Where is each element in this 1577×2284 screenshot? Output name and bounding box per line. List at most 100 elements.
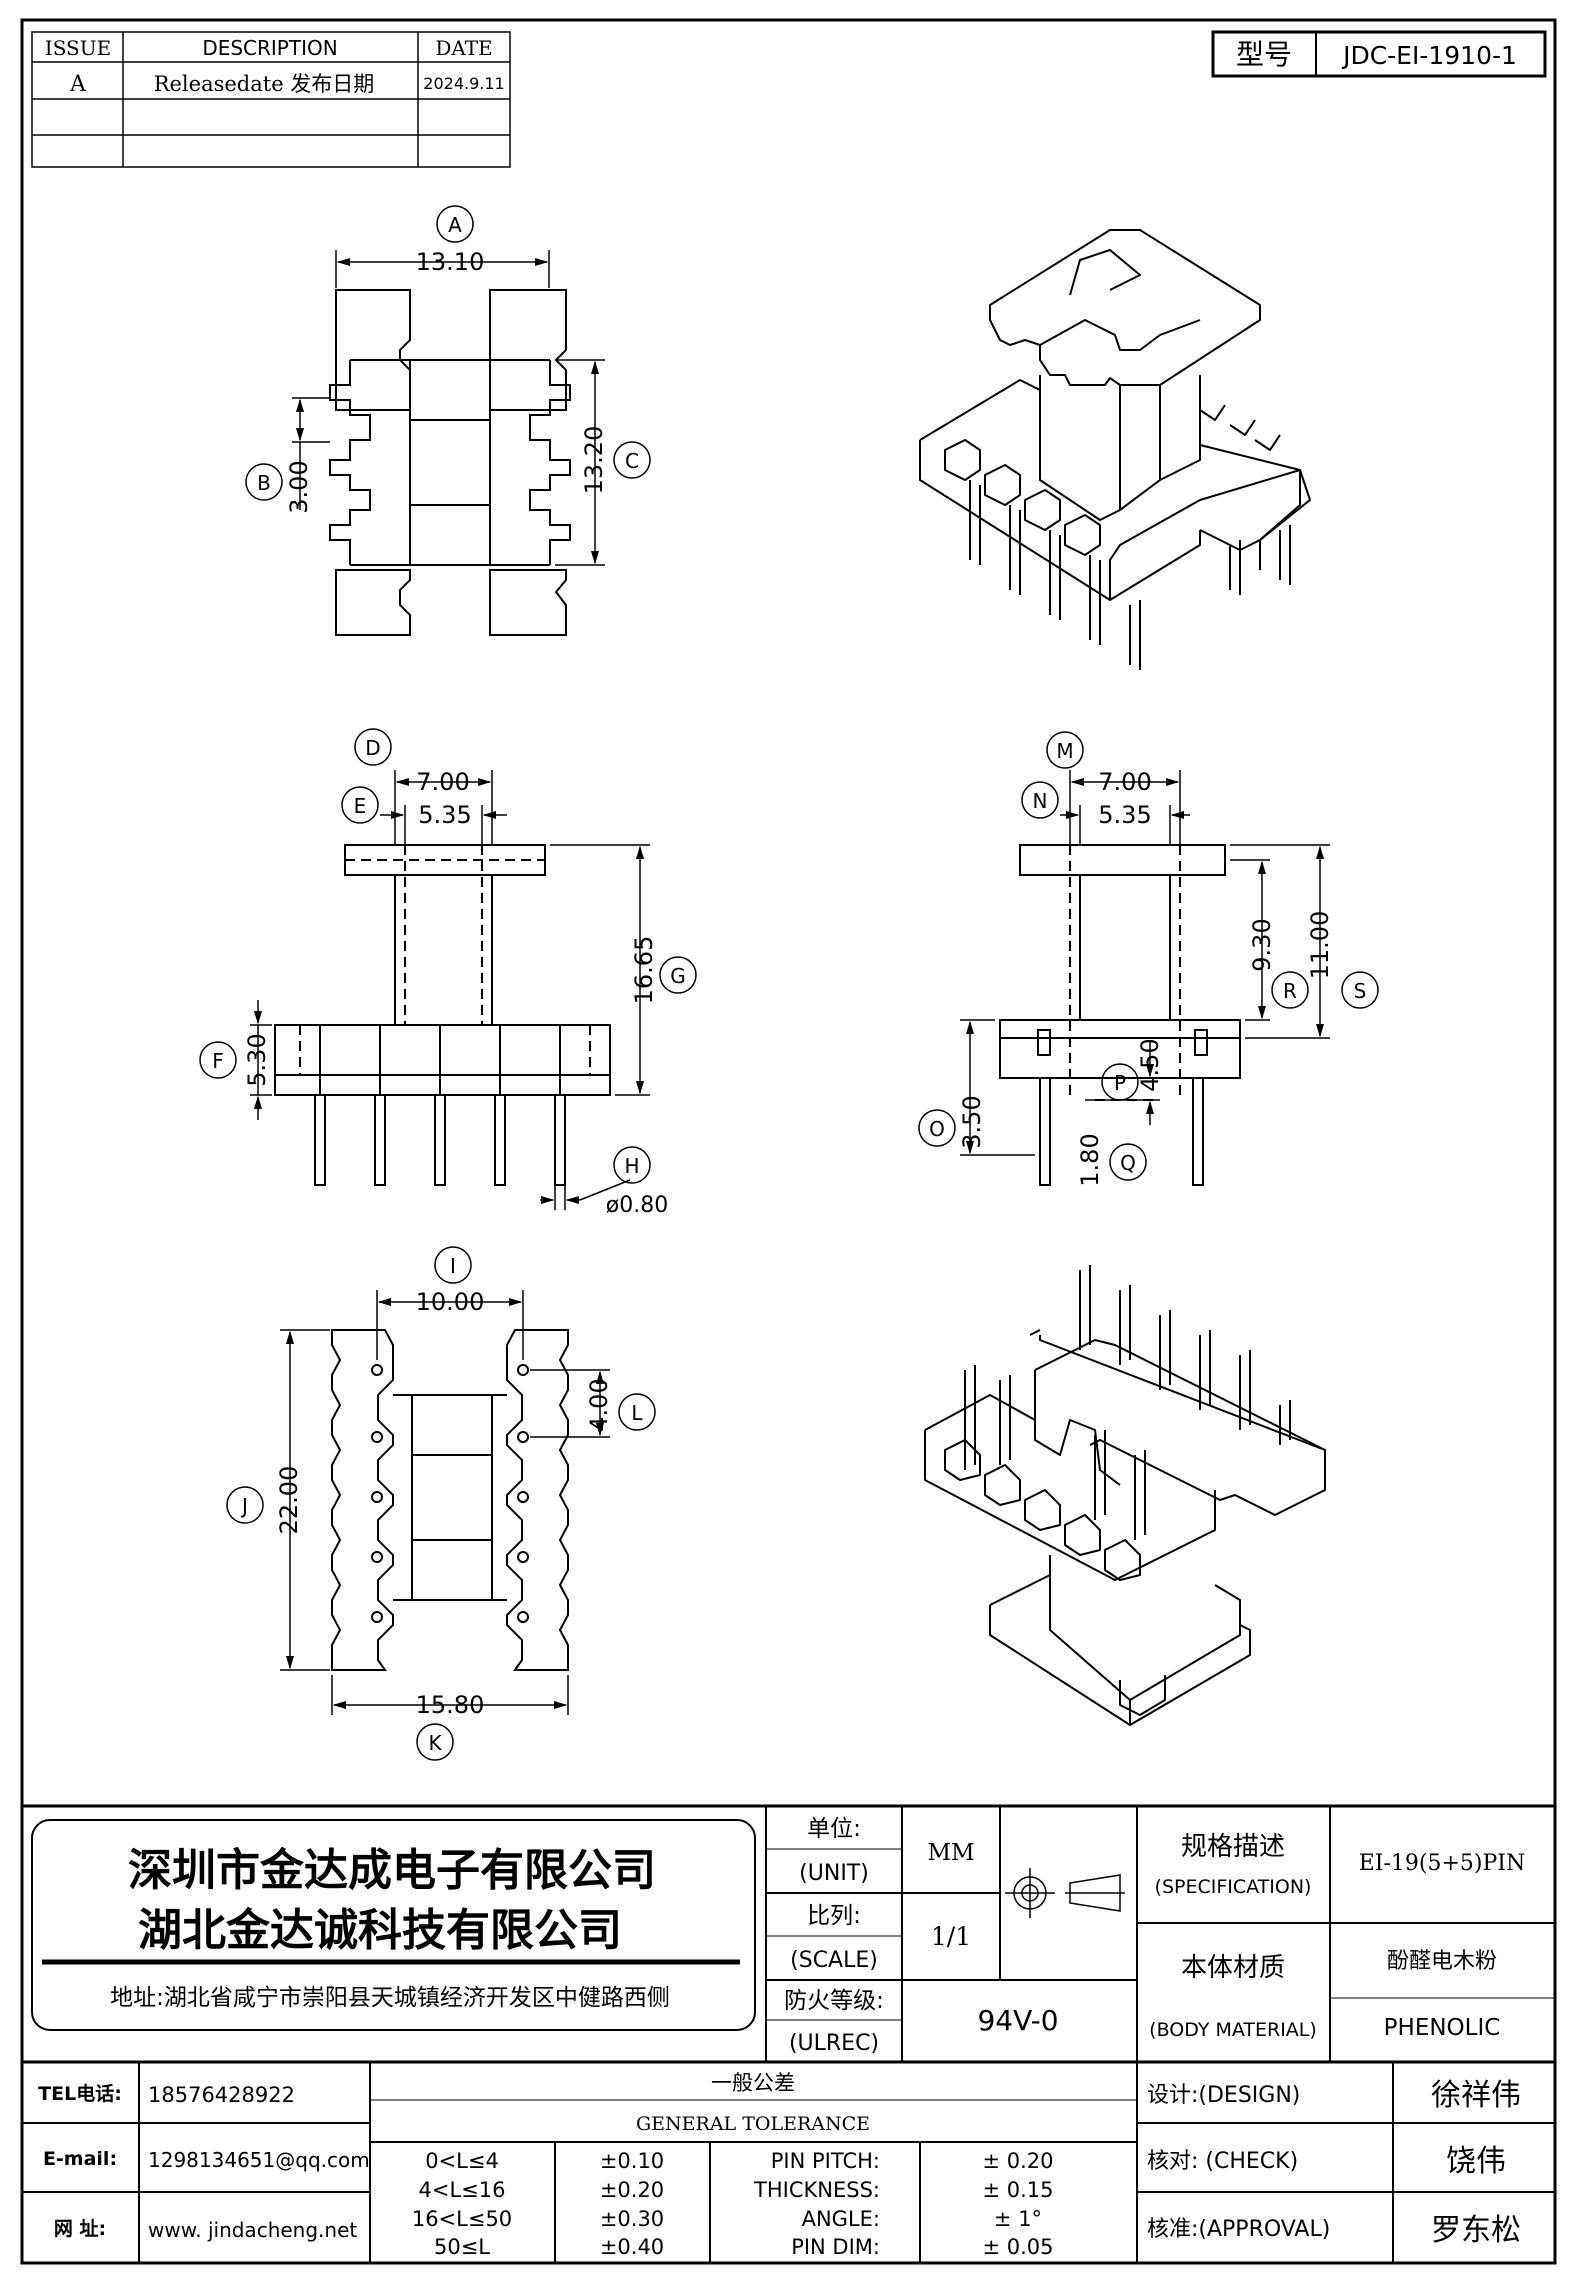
tol-range-4: 50≤L — [434, 2235, 490, 2259]
dim-g-ref: G — [670, 964, 686, 988]
spec-label-en: (SPECIFICATION) — [1155, 1876, 1312, 1898]
tol-param-value-3: ± 1° — [994, 2207, 1042, 2231]
rev-row-description: Releasedate 发布日期 — [154, 72, 375, 96]
model-box — [1211, 30, 1547, 78]
dim-a-ref: A — [448, 213, 462, 237]
dim-b-value: 3.00 — [285, 460, 313, 513]
dim-g-value: 16.65 — [630, 936, 658, 1005]
dim-a-value: 13.10 — [416, 248, 485, 276]
check-label: 核对: (CHECK) — [1147, 2149, 1298, 2174]
tel-label: TEL电话: — [38, 2082, 122, 2105]
model-label: 型号 — [1236, 38, 1292, 71]
company-name-1: 深圳市金达成电子有限公司 — [128, 1845, 656, 1896]
bottom-view-dimensions — [226, 1246, 656, 1761]
email-label: E-mail: — [43, 2148, 117, 2170]
tol-value-1: ±0.10 — [600, 2149, 664, 2173]
dim-r-value: 9.30 — [1248, 918, 1276, 971]
dim-m-ref: M — [1056, 739, 1073, 763]
dim-k-ref: K — [428, 1731, 442, 1755]
material-value-en: PHENOLIC — [1384, 2015, 1501, 2041]
dim-j-value: 22.00 — [275, 1466, 303, 1535]
dim-b-ref: B — [257, 471, 271, 495]
dim-c-value: 13.20 — [580, 426, 608, 495]
scale-value: 1/1 — [931, 1922, 971, 1951]
title-block-lines — [22, 1804, 1555, 2262]
side-view-right — [999, 844, 1241, 1186]
dim-l-ref: L — [631, 1401, 643, 1425]
dim-d-ref: D — [365, 736, 380, 760]
tol-value-4: ±0.40 — [600, 2235, 664, 2259]
tol-value-2: ±0.20 — [600, 2178, 664, 2202]
rev-row-date: 2024.9.11 — [423, 74, 504, 93]
company-address: 地址:湖北省咸宁市崇阳县天城镇经济开发区中健路西侧 — [110, 1985, 670, 2011]
dim-c-ref: C — [625, 449, 639, 473]
tol-param-value-1: ± 0.20 — [982, 2149, 1053, 2173]
tol-range-2: 4<L≤16 — [419, 2178, 506, 2202]
material-label-cn: 本体材质 — [1181, 1953, 1285, 1983]
fire-label-cn: 防火等级: — [784, 1988, 884, 2014]
dim-d-value: 7.00 — [416, 768, 469, 796]
dim-h-ref: H — [624, 1154, 639, 1178]
rev-header-issue: ISSUE — [45, 36, 111, 60]
email-value: 1298134651@qq.com — [148, 2148, 370, 2172]
unit-label-cn: 单位: — [807, 1816, 861, 1842]
dim-e-value: 5.35 — [418, 801, 471, 829]
dim-i-ref: I — [450, 1254, 456, 1278]
dim-n-value: 5.35 — [1098, 801, 1151, 829]
top-view-dimensions — [245, 205, 651, 566]
web-value: www. jindacheng.net — [148, 2218, 357, 2242]
rev-header-date: DATE — [435, 36, 492, 60]
dim-m-value: 7.00 — [1098, 768, 1151, 796]
tol-value-3: ±0.30 — [600, 2207, 664, 2231]
tol-param-value-4: ± 0.05 — [982, 2235, 1053, 2259]
side-view-front-dimensions — [199, 728, 697, 1210]
dim-e-ref: E — [354, 794, 367, 818]
dim-f-ref: F — [212, 1049, 224, 1073]
tel-value: 18576428922 — [148, 2083, 295, 2107]
design-label: 设计:(DESIGN) — [1147, 2083, 1300, 2108]
tol-param-4: PIN DIM: — [791, 2235, 880, 2259]
dim-r-ref: R — [1283, 979, 1297, 1003]
fire-label-en: (ULREC) — [789, 2031, 879, 2056]
dim-h-value: ø0.80 — [606, 1193, 668, 1218]
fire-value: 94V-0 — [977, 2004, 1058, 2037]
approval-value: 罗东松 — [1431, 2213, 1521, 2248]
tol-range-1: 0<L≤4 — [425, 2149, 499, 2173]
dim-o-value: 3.50 — [958, 1095, 986, 1148]
material-label-en: (BODY MATERIAL) — [1149, 2019, 1317, 2041]
tol-range-3: 16<L≤50 — [412, 2207, 512, 2231]
top-view — [329, 289, 571, 636]
side-view-right-dimensions — [918, 731, 1379, 1181]
scale-label-cn: 比列: — [807, 1903, 861, 1929]
tolerance-title-cn: 一般公差 — [711, 2071, 795, 2095]
dim-n-ref: N — [1033, 789, 1048, 813]
tol-param-value-2: ± 0.15 — [982, 2178, 1053, 2202]
isometric-view-bottom — [924, 1265, 1326, 1726]
design-value: 徐祥伟 — [1431, 2078, 1521, 2113]
side-view-front — [274, 844, 611, 1186]
revision-table — [31, 31, 511, 168]
unit-label-en: (UNIT) — [799, 1861, 869, 1886]
spec-value: EI-19(5+5)PIN — [1359, 1851, 1526, 1876]
dim-s-ref: S — [1354, 979, 1367, 1003]
dim-q-value: 1.80 — [1076, 1133, 1104, 1186]
rev-header-description: DESCRIPTION — [202, 36, 337, 60]
scale-label-en: (SCALE) — [790, 1948, 878, 1973]
dim-l-value: 4.00 — [585, 1378, 613, 1431]
sheet-border — [20, 18, 1557, 2265]
tol-param-3: ANGLE: — [802, 2207, 880, 2231]
tol-param-2: THICKNESS: — [753, 2178, 880, 2202]
web-label: 网 址: — [54, 2218, 106, 2240]
material-value-cn: 酚醛电木粉 — [1387, 1949, 1497, 1974]
dim-q-ref: Q — [1120, 1151, 1136, 1175]
dim-o-ref: O — [929, 1117, 945, 1141]
spec-label-cn: 规格描述 — [1181, 1832, 1285, 1862]
dim-f-value: 5.30 — [243, 1033, 271, 1086]
projection-symbol-icon — [1005, 1868, 1125, 1918]
rev-row-issue: A — [69, 72, 87, 97]
unit-value: MM — [927, 1840, 974, 1866]
check-value: 饶伟 — [1446, 2144, 1506, 2179]
approval-label: 核准:(APPROVAL) — [1147, 2217, 1330, 2242]
